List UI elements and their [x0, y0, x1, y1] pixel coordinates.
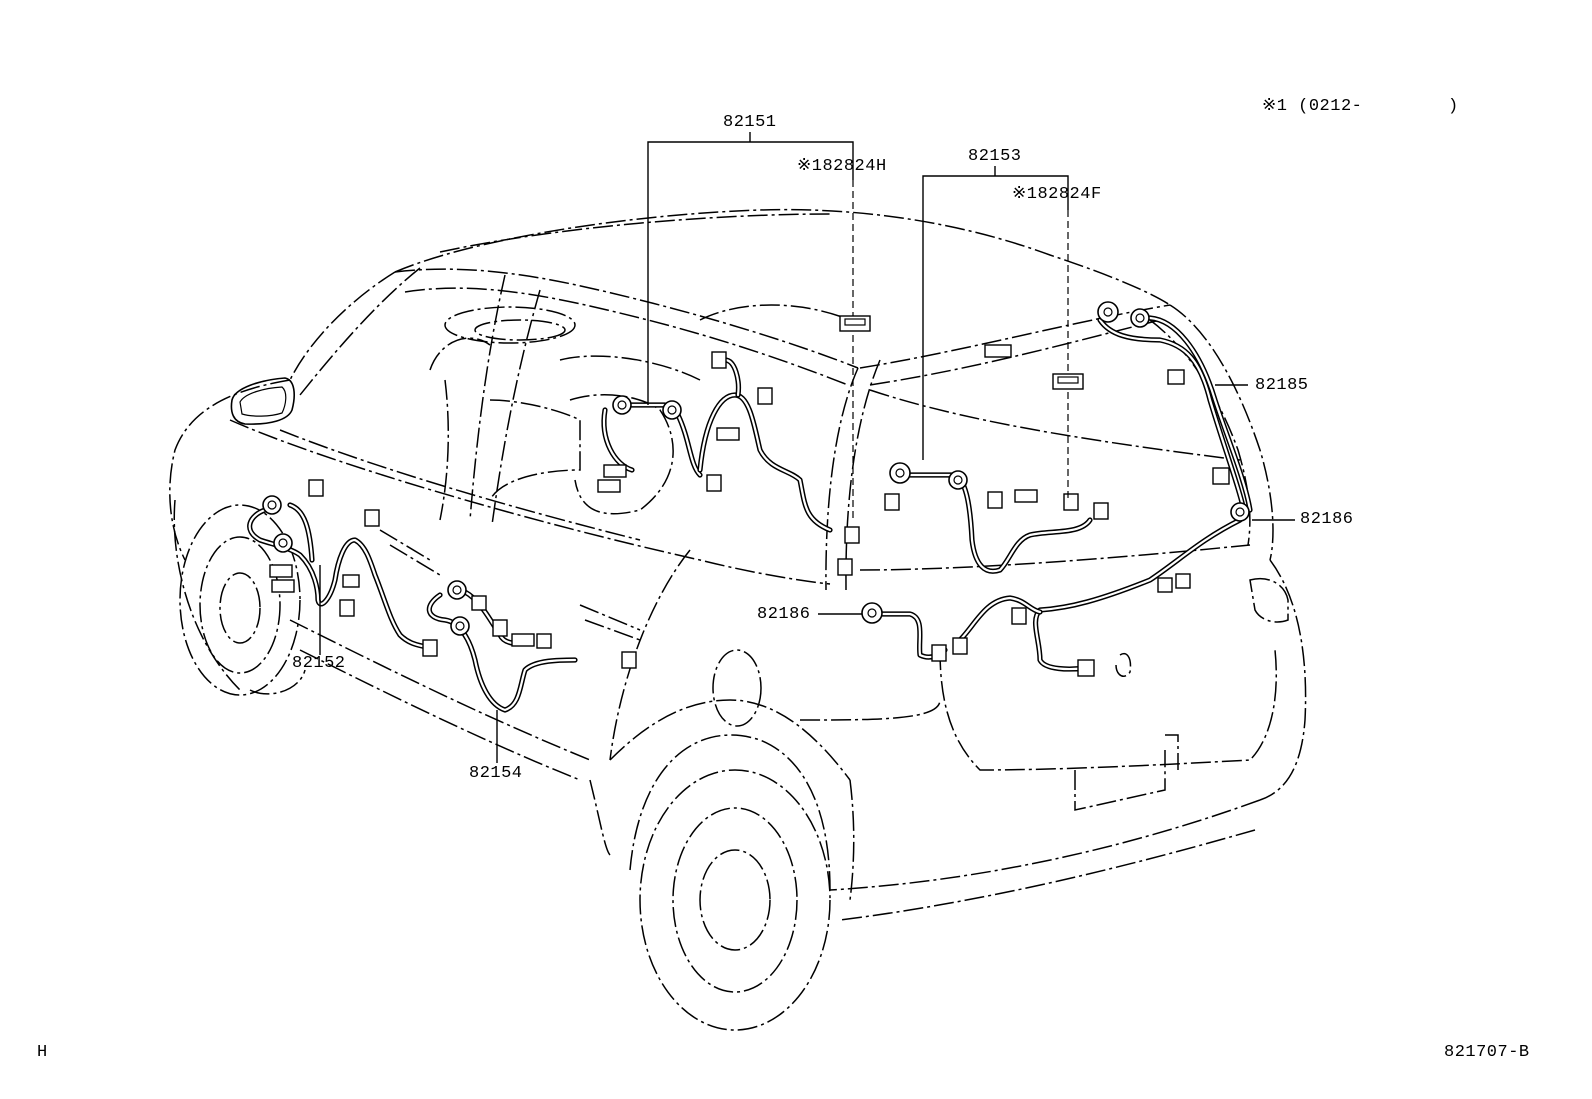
- part-label-82151: 82151: [723, 113, 777, 132]
- harness-82185: [1097, 315, 1253, 518]
- part-label-82152: 82152: [292, 654, 346, 673]
- part-label-82153: 82153: [968, 147, 1022, 166]
- part-label-82186-right: 82186: [1300, 510, 1354, 529]
- harness-82154: [426, 589, 578, 713]
- connectors: [269, 315, 1230, 677]
- footer-left-code: H: [37, 1043, 48, 1062]
- harness-82151: [601, 357, 833, 533]
- grommets: [262, 301, 1250, 636]
- effective-range-note: ※1 (0212- ): [1262, 97, 1459, 116]
- part-label-82824h: ※182824H: [797, 157, 887, 176]
- harness-82153: [902, 472, 1093, 574]
- figure-code: 821707-B: [1444, 1043, 1530, 1062]
- part-label-82154: 82154: [469, 764, 523, 783]
- part-label-82824f: ※182824F: [1012, 185, 1102, 204]
- part-label-82186-center: 82186: [757, 605, 811, 624]
- car-body-outline: [169, 208, 1307, 1031]
- part-label-82185: 82185: [1255, 376, 1309, 395]
- leader-lines: [319, 132, 1295, 763]
